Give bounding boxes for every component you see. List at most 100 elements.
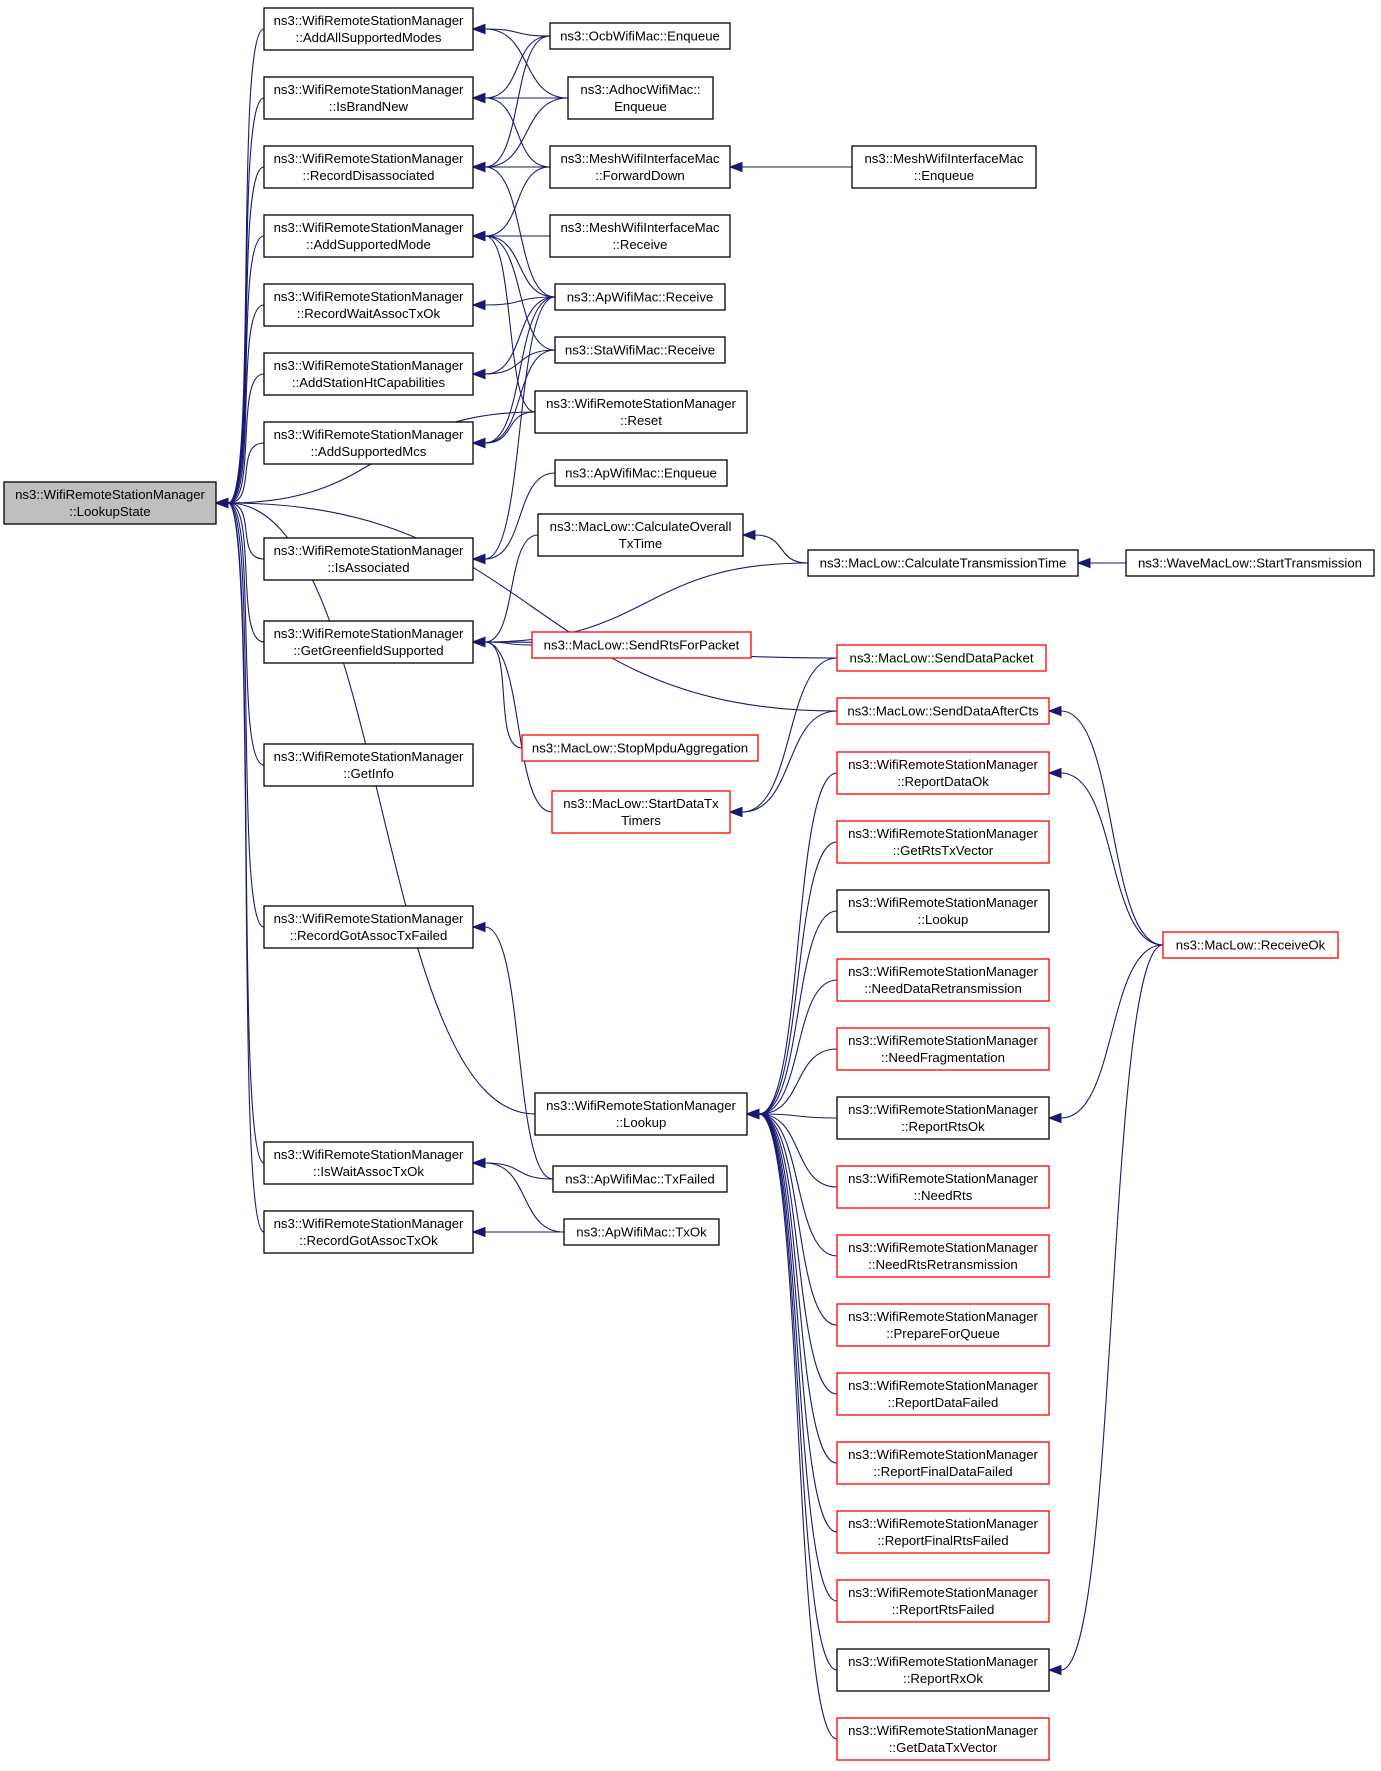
node-getDataTx[interactable]: ns3::WifiRemoteStationManager::GetDataTx…	[836, 1717, 1050, 1761]
node-getRtsTx[interactable]: ns3::WifiRemoteStationManager::GetRtsTxV…	[836, 820, 1050, 864]
node-waveStart[interactable]: ns3::WaveMacLow::StartTransmission	[1125, 549, 1375, 577]
node-label: ::IsAssociated	[327, 560, 409, 575]
node-repDataFailed[interactable]: ns3::WifiRemoteStationManager::ReportDat…	[836, 1372, 1050, 1416]
edge-arrowhead	[471, 1157, 486, 1169]
edge-line	[484, 296, 556, 306]
node-label: ns3::MeshWifiInterfaceMac	[560, 220, 719, 235]
node-sendAfterCts[interactable]: ns3::MacLow::SendDataAfterCts	[836, 697, 1050, 725]
node-needDataRetx[interactable]: ns3::WifiRemoteStationManager::NeedDataR…	[836, 958, 1050, 1002]
edge-arrowhead	[471, 636, 486, 648]
node-lookup2[interactable]: ns3::WifiRemoteStationManager::Lookup	[836, 889, 1050, 933]
node-meshEnq[interactable]: ns3::MeshWifiInterfaceMac::Enqueue	[851, 145, 1037, 189]
edge-line	[758, 772, 838, 1115]
node-label: ns3::WifiRemoteStationManager	[848, 1171, 1038, 1186]
node-label: ns3::OcbWifiMac::Enqueue	[560, 29, 720, 44]
node-box	[836, 1027, 1050, 1071]
edge-repRxOk-to-lookup	[745, 1108, 838, 1671]
node-addAll[interactable]: ns3::WifiRemoteStationManager::AddAllSup…	[263, 7, 474, 51]
edge-line	[484, 235, 556, 351]
node-sendRts[interactable]: ns3::MacLow::SendRtsForPacket	[531, 631, 752, 659]
node-isBrandNew[interactable]: ns3::WifiRemoteStationManager::IsBrandNe…	[263, 76, 474, 120]
edge-line	[758, 1113, 838, 1740]
node-staRecv[interactable]: ns3::StaWifiMac::Receive	[554, 336, 726, 364]
node-box	[836, 644, 1047, 672]
node-meshRecv[interactable]: ns3::MeshWifiInterfaceMac::Receive	[549, 214, 731, 258]
node-prepQueue[interactable]: ns3::WifiRemoteStationManager::PrepareFo…	[836, 1303, 1050, 1347]
node-repRtsFailed[interactable]: ns3::WifiRemoteStationManager::ReportRts…	[836, 1579, 1050, 1623]
edge-staRecv-to-addMode	[471, 230, 556, 351]
node-label: ns3::MacLow::CalculateOverall	[550, 519, 732, 534]
node-box	[263, 620, 474, 664]
node-lookup[interactable]: ns3::WifiRemoteStationManager::Lookup	[534, 1092, 748, 1136]
node-apEnq[interactable]: ns3::ApWifiMac::Enqueue	[554, 459, 728, 487]
node-root[interactable]: ns3::WifiRemoteStationManager::LookupSta…	[3, 481, 217, 525]
node-recGotFailed[interactable]: ns3::WifiRemoteStationManager::RecordGot…	[263, 905, 474, 949]
node-label: ns3::WifiRemoteStationManager	[848, 1102, 1038, 1117]
edge-line	[484, 1162, 554, 1180]
node-recDisassoc[interactable]: ns3::WifiRemoteStationManager::RecordDis…	[263, 145, 474, 189]
edge-line	[484, 534, 539, 643]
node-repDataOk[interactable]: ns3::WifiRemoteStationManager::ReportDat…	[836, 751, 1050, 795]
node-sendData[interactable]: ns3::MacLow::SendDataPacket	[836, 644, 1047, 672]
node-label: ns3::AdhocWifiMac::	[580, 82, 700, 97]
node-apTxOk[interactable]: ns3::ApWifiMac::TxOk	[563, 1218, 720, 1246]
node-label: ::RecordGotAssocTxFailed	[290, 928, 448, 943]
node-getGreen[interactable]: ns3::WifiRemoteStationManager::GetGreenf…	[263, 620, 474, 664]
node-repFinalData[interactable]: ns3::WifiRemoteStationManager::ReportFin…	[836, 1441, 1050, 1485]
node-reset[interactable]: ns3::WifiRemoteStationManager::Reset	[534, 390, 748, 434]
edge-line	[484, 926, 554, 1180]
node-box	[263, 283, 474, 327]
edge-line	[484, 235, 536, 413]
node-box	[531, 631, 752, 659]
edge-line	[484, 641, 523, 749]
node-box	[836, 1441, 1050, 1485]
node-isAssoc[interactable]: ns3::WifiRemoteStationManager::IsAssocia…	[263, 537, 474, 581]
node-label: ns3::WifiRemoteStationManager	[274, 82, 464, 97]
node-label: ns3::WifiRemoteStationManager	[848, 1585, 1038, 1600]
node-recvOk[interactable]: ns3::MacLow::ReceiveOk	[1162, 931, 1339, 959]
node-ocbEnq[interactable]: ns3::OcbWifiMac::Enqueue	[549, 22, 731, 50]
edge-arrowhead	[471, 299, 486, 311]
node-apRecv[interactable]: ns3::ApWifiMac::Receive	[554, 283, 726, 311]
node-addMcs[interactable]: ns3::WifiRemoteStationManager::AddSuppor…	[263, 421, 474, 465]
edge-line	[484, 1162, 565, 1233]
node-stopMpdu[interactable]: ns3::MacLow::StopMpduAggregation	[521, 734, 759, 762]
node-addHt[interactable]: ns3::WifiRemoteStationManager::AddStatio…	[263, 352, 474, 396]
node-box	[549, 145, 731, 189]
node-box	[263, 743, 474, 787]
node-adhocEnq[interactable]: ns3::AdhocWifiMac::Enqueue	[567, 76, 714, 120]
node-calcTrans[interactable]: ns3::MacLow::CalculateTransmissionTime	[807, 549, 1079, 577]
node-needRtsRetx[interactable]: ns3::WifiRemoteStationManager::NeedRtsRe…	[836, 1234, 1050, 1278]
edge-line	[758, 1113, 838, 1533]
node-box	[807, 549, 1079, 577]
node-repRtsOk[interactable]: ns3::WifiRemoteStationManager::ReportRts…	[836, 1096, 1050, 1140]
node-recWait[interactable]: ns3::WifiRemoteStationManager::RecordWai…	[263, 283, 474, 327]
edge-apRecv-to-recWait	[471, 296, 556, 311]
edge-arrowhead	[471, 437, 486, 449]
edge-line	[741, 657, 838, 813]
edge-arrowhead	[1047, 1112, 1062, 1124]
node-needRts[interactable]: ns3::WifiRemoteStationManager::NeedRts	[836, 1165, 1050, 1209]
node-box	[263, 537, 474, 581]
edge-line	[758, 979, 838, 1115]
node-label: ns3::ApWifiMac::TxOk	[576, 1225, 707, 1240]
node-apTxFailed[interactable]: ns3::ApWifiMac::TxFailed	[552, 1165, 728, 1193]
node-getInfo[interactable]: ns3::WifiRemoteStationManager::GetInfo	[263, 743, 474, 787]
node-box	[836, 820, 1050, 864]
node-box	[263, 214, 474, 258]
edge-line	[484, 296, 556, 444]
node-label: ns3::WifiRemoteStationManager	[848, 757, 1038, 772]
node-isWait[interactable]: ns3::WifiRemoteStationManager::IsWaitAss…	[263, 1141, 474, 1185]
node-needFrag[interactable]: ns3::WifiRemoteStationManager::NeedFragm…	[836, 1027, 1050, 1071]
node-label: ns3::WifiRemoteStationManager	[848, 1240, 1038, 1255]
edge-arrowhead	[1047, 767, 1062, 779]
node-recGotOk[interactable]: ns3::WifiRemoteStationManager::RecordGot…	[263, 1210, 474, 1254]
node-meshFwd[interactable]: ns3::MeshWifiInterfaceMac::ForwardDown	[549, 145, 731, 189]
node-addMode[interactable]: ns3::WifiRemoteStationManager::AddSuppor…	[263, 214, 474, 258]
node-repRxOk[interactable]: ns3::WifiRemoteStationManager::ReportRxO…	[836, 1648, 1050, 1692]
node-box	[551, 790, 731, 834]
node-repFinalRts[interactable]: ns3::WifiRemoteStationManager::ReportFin…	[836, 1510, 1050, 1554]
